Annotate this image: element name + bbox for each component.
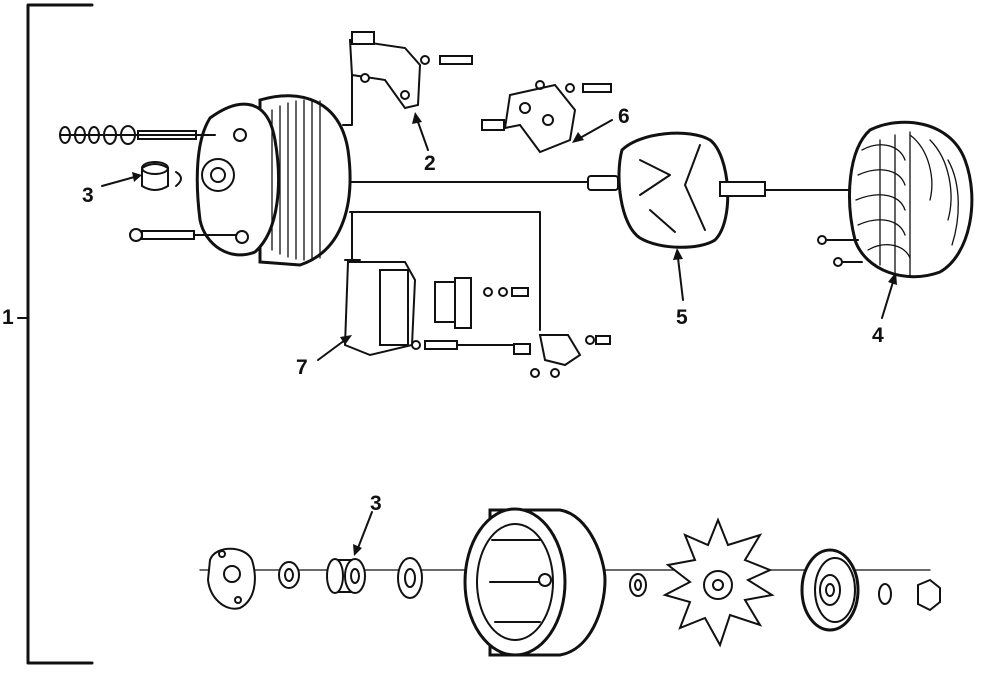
lower-bearing [326, 558, 366, 594]
lock-washer [878, 583, 892, 605]
callout-brush-holder-bracket: 2 [424, 152, 436, 175]
drive-end-frame [463, 507, 607, 657]
diode-trio [513, 334, 611, 378]
callout-regulator: 7 [296, 356, 308, 379]
upper-bearing [141, 161, 182, 191]
pulley-nut [917, 578, 941, 612]
assembly-bracket [17, 3, 94, 665]
brush-holder-bracket [348, 31, 473, 110]
collar [278, 561, 300, 589]
callout-lower-bearing: 3 [370, 492, 382, 515]
callout-rotor: 5 [676, 306, 688, 329]
slip-ring-end-frame [195, 94, 352, 267]
pulley [800, 548, 860, 632]
regulator [343, 261, 529, 357]
fan-spacer [629, 573, 647, 597]
callout-assembly: 1 [2, 306, 14, 329]
spacer-washer [397, 557, 423, 599]
bearing-retainer-plate [206, 547, 256, 610]
stator [817, 120, 974, 279]
through-bolt-upper [59, 125, 216, 145]
callout-upper-bearing: 3 [82, 184, 94, 207]
rectifier-bridge [481, 80, 612, 154]
callout-rectifier-bridge: 6 [618, 105, 630, 128]
fan [662, 517, 775, 648]
leader-arrows [101, 112, 897, 556]
through-bolt-lower [129, 228, 237, 242]
callout-stator: 4 [872, 324, 884, 347]
rotor [587, 131, 766, 249]
